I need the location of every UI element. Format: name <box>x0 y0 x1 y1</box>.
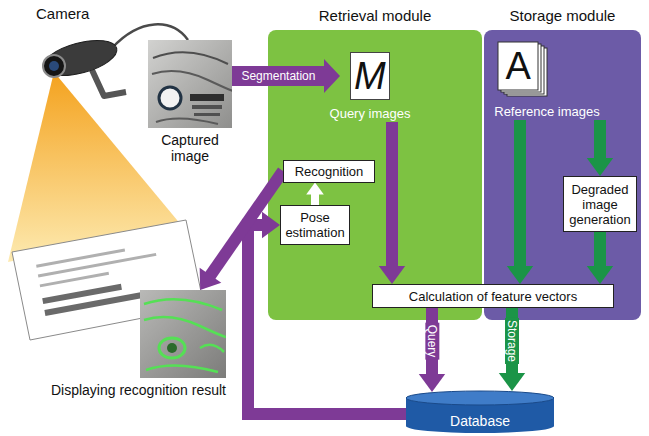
arrow-head <box>324 59 340 93</box>
arrow-connector <box>499 308 525 391</box>
caption-block: Query images <box>330 106 411 122</box>
arrow-connector <box>379 122 405 284</box>
arrow-shaft <box>514 120 526 267</box>
node-text: Pose estimation <box>284 210 346 240</box>
path-shape <box>156 118 218 124</box>
result-photo: Displaying recognition result <box>140 290 226 378</box>
free-label: A <box>506 46 531 86</box>
arrow-head <box>306 183 324 195</box>
arrow-shaft <box>248 225 406 414</box>
edge-label: Segmentation <box>239 69 317 83</box>
arrow-shaft <box>386 122 398 267</box>
camera-body <box>39 34 120 83</box>
arrow-connector <box>232 59 340 93</box>
rect-shape <box>192 105 222 109</box>
process-box: Degraded image generation <box>563 176 637 232</box>
ellipse-shape <box>159 338 185 358</box>
free-label: M <box>354 56 386 96</box>
node-text: Degraded image generation <box>567 182 633 227</box>
edge-label: Query <box>425 323 439 360</box>
arrow-connector <box>587 120 613 176</box>
arrow-connector <box>587 232 613 284</box>
rect-shape <box>498 42 538 90</box>
arrow-head <box>507 266 533 284</box>
arrow-shaft <box>210 171 283 276</box>
arrow-head <box>587 158 613 176</box>
caption-block: Captured image <box>150 132 230 164</box>
arrow-head <box>200 268 222 290</box>
rect-shape <box>194 113 220 116</box>
print-line <box>36 248 125 267</box>
arrow-connector <box>306 183 324 206</box>
arrow-shaft <box>311 194 319 205</box>
arrow-connector <box>200 171 283 290</box>
path-shape <box>144 317 226 337</box>
arrow-head <box>262 212 280 238</box>
circle-shape <box>159 87 181 109</box>
node-text: Displaying recognition result <box>51 382 226 399</box>
arrow-shaft <box>232 66 325 86</box>
arrow-connector <box>419 308 445 392</box>
edge-label: Storage <box>505 318 519 364</box>
panel-fill <box>484 30 641 320</box>
arrow-head <box>379 266 405 284</box>
print-line <box>40 272 109 288</box>
node-text: Storage module <box>444 7 649 25</box>
node-text: Recognition <box>295 164 364 179</box>
node-shape <box>140 290 226 378</box>
arrow-connector <box>507 120 533 284</box>
arrow-shaft <box>594 232 606 267</box>
camera-lens <box>43 55 65 77</box>
circle-shape <box>167 343 177 353</box>
process-box: Calculation of feature vectors <box>372 284 614 308</box>
arrow-head <box>499 373 525 391</box>
node-text: Calculation of feature vectors <box>409 289 577 304</box>
rect-shape <box>148 40 232 128</box>
captured-photo: Captured image <box>148 40 232 128</box>
arrow-shaft <box>594 120 606 159</box>
print-line <box>38 253 157 278</box>
rect-shape <box>140 290 226 378</box>
camera-lens-glass <box>49 61 59 71</box>
node-text: Captured image <box>150 132 230 164</box>
caption-block: Displaying recognition result <box>51 382 226 399</box>
print-line <box>44 290 153 316</box>
arrow-head <box>419 374 445 392</box>
path-shape <box>146 365 218 372</box>
process-box: Pose estimation <box>280 205 350 245</box>
arrow-head <box>587 266 613 284</box>
ellipse-shape <box>406 391 554 405</box>
path-shape <box>153 52 228 64</box>
path-shape <box>144 299 222 310</box>
node-text: Database <box>450 413 510 429</box>
rect-shape <box>190 94 224 101</box>
caption-block: Reference images <box>488 104 606 120</box>
path-shape <box>200 345 224 352</box>
process-box: Recognition <box>283 160 375 183</box>
database-cylinder: Database <box>405 390 555 434</box>
free-label: Camera <box>36 5 89 23</box>
node-text: Retrieval module <box>228 7 522 25</box>
node-text: Query images <box>330 106 411 122</box>
node-shape <box>148 40 232 128</box>
camera-clip <box>92 70 126 96</box>
node-text: Reference images <box>488 104 606 120</box>
